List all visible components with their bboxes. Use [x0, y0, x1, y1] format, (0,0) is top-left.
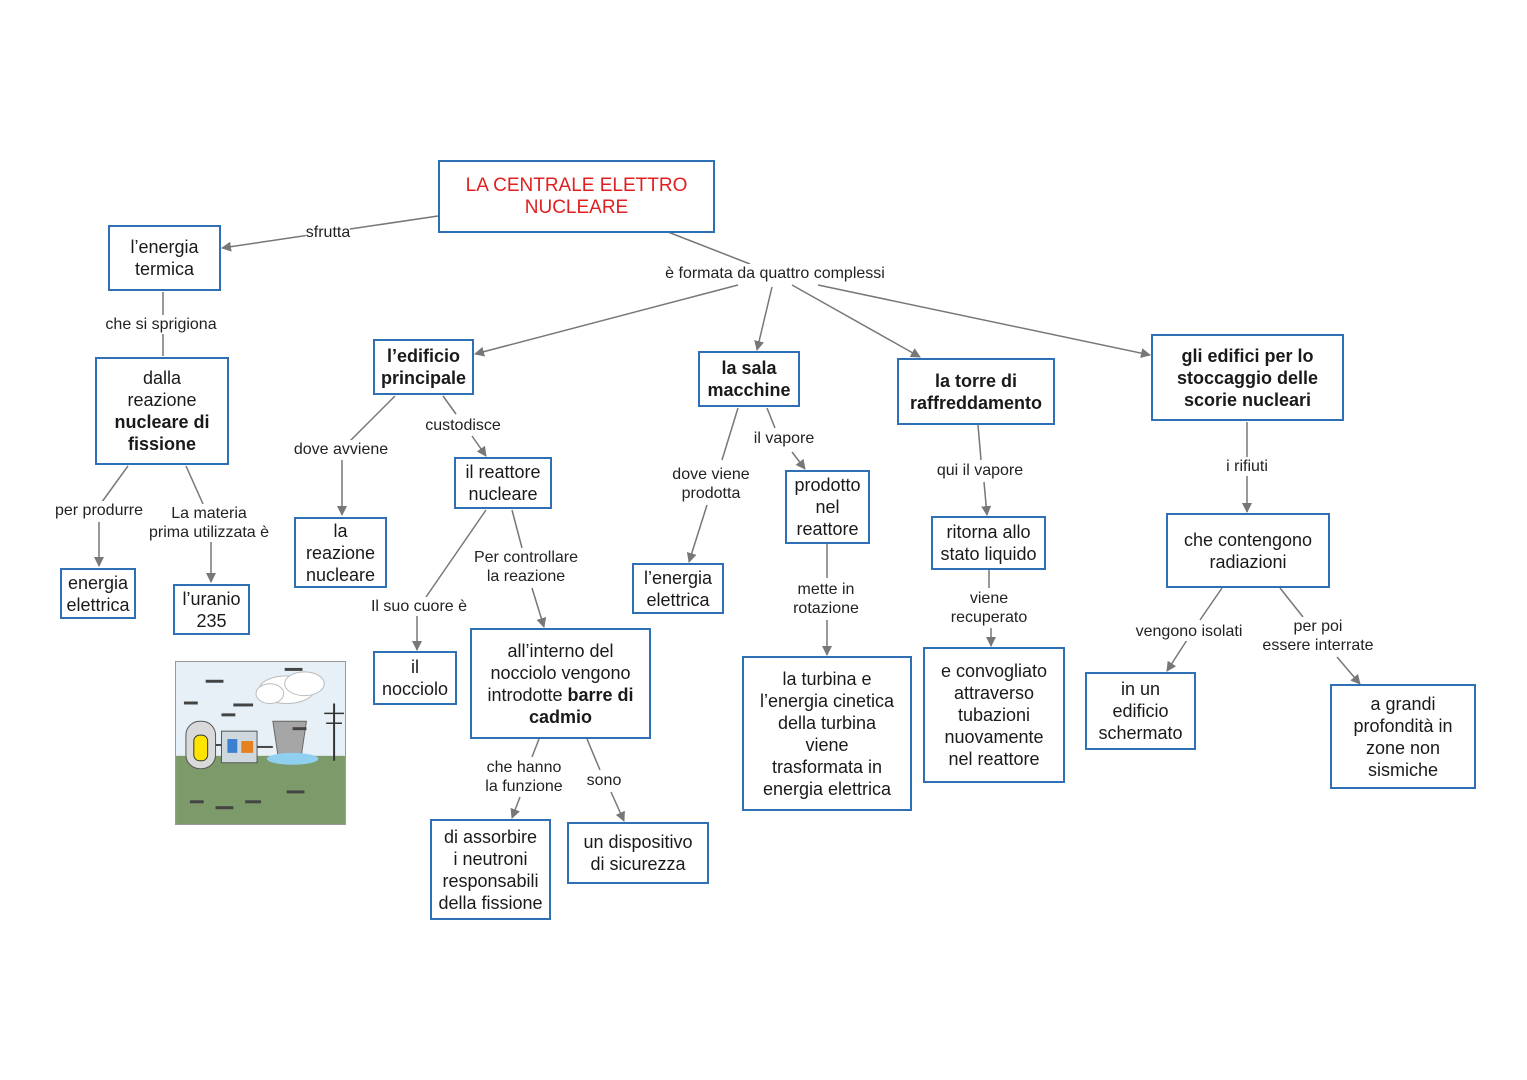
node-barre-cadmio-bold: barre di cadmio — [528, 685, 634, 727]
node-contengono-radiazioni: che contengono radiazioni — [1166, 513, 1330, 588]
label-interrate: per poi essere interrate — [1262, 617, 1374, 655]
label-sprigiona: che si sprigiona — [105, 315, 217, 334]
label-sono: sono — [586, 771, 622, 790]
node-nocciolo: il nocciolo — [373, 651, 457, 705]
node-torre-raffreddamento: la torre di raffreddamento — [897, 358, 1055, 425]
label-per-produrre: per produrre — [54, 501, 144, 520]
title-node: LA CENTRALE ELETTRO NUCLEARE — [438, 160, 715, 233]
node-edificio-principale: l’edificio principale — [373, 339, 474, 395]
node-reazione-nucleare: la reazione nucleare — [294, 517, 387, 588]
node-edifici-stoccaggio: gli edifici per lo stoccaggio delle scor… — [1151, 334, 1344, 421]
label-mette-rotazione: mette in rotazione — [793, 580, 859, 618]
label-dove-avviene: dove avviene — [293, 440, 389, 459]
node-reattore-nucleare: il reattore nucleare — [454, 457, 552, 509]
node-energia-elettrica-left: energia elettrica — [60, 568, 136, 619]
label-materia-prima: La materia prima utilizzata è — [148, 504, 270, 542]
label-funzione: che hanno la funzione — [485, 758, 563, 796]
node-energia-elettrica-center: l’energia elettrica — [632, 563, 724, 614]
node-dalla-reazione-text: dalla reazione — [127, 368, 197, 410]
label-recuperato: viene recuperato — [950, 589, 1028, 627]
node-energia-termica: l’energia termica — [108, 225, 221, 291]
node-dispositivo-sicurezza: un dispositivo di sicurezza — [567, 822, 709, 884]
label-custodisce: custodisce — [425, 416, 501, 435]
node-prodotto-reattore: prodotto nel reattore — [785, 470, 870, 544]
node-barre-cadmio: all’interno del nocciolo vengono introdo… — [470, 628, 651, 739]
node-barre-cadmio-text: all’interno del nocciolo vengono introdo… — [487, 641, 631, 705]
node-convogliato: e convogliato attraverso tubazioni nuova… — [923, 647, 1065, 783]
label-formata: è formata da quattro complessi — [665, 264, 885, 283]
node-assorbire-neutroni: di assorbire i neutroni responsabili del… — [430, 819, 551, 920]
label-sfrutta: sfrutta — [305, 223, 351, 242]
label-il-vapore: il vapore — [753, 429, 815, 448]
nuclear-plant-illustration — [175, 661, 346, 825]
label-qui-vapore: qui il vapore — [936, 461, 1024, 480]
node-ritorna-liquido: ritorna allo stato liquido — [931, 516, 1046, 570]
label-isolati: vengono isolati — [1135, 622, 1243, 641]
node-grandi-profondita: a grandi profondità in zone non sismiche — [1330, 684, 1476, 789]
node-dalla-reazione-bold: nucleare di fissione — [114, 412, 210, 454]
node-uranio: l’uranio 235 — [173, 584, 250, 635]
label-dove-viene: dove viene prodotta — [672, 465, 750, 503]
label-controllare: Per controllare la reazione — [473, 548, 579, 586]
node-edificio-schermato: in un edificio schermato — [1085, 672, 1196, 750]
node-dalla-reazione: dalla reazione nucleare di fissione — [95, 357, 229, 465]
label-cuore: Il suo cuore è — [370, 597, 468, 616]
node-turbina: la turbina e l’energia cinetica della tu… — [742, 656, 912, 811]
label-rifiuti: i rifiuti — [1226, 457, 1268, 476]
node-sala-macchine: la sala macchine — [698, 351, 800, 407]
